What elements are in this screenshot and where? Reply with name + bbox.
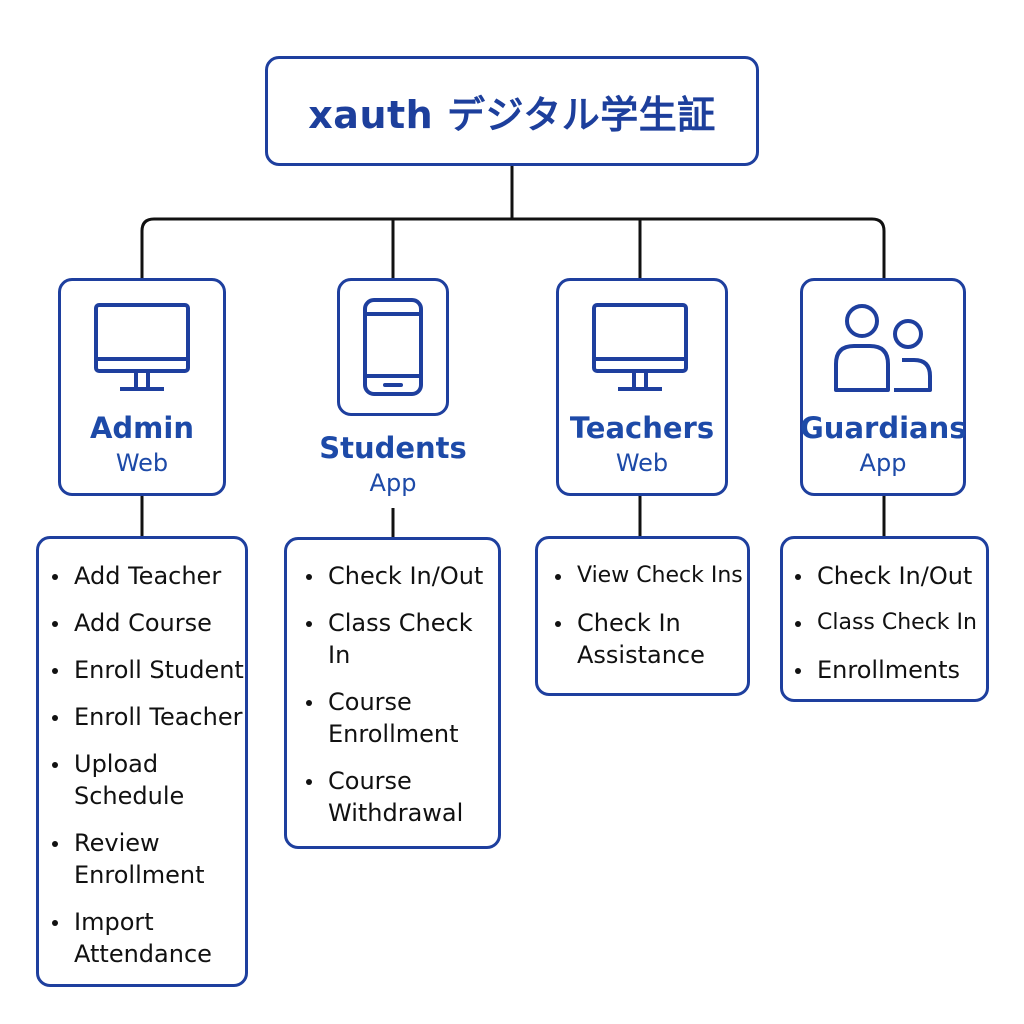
- teachers-label: Teachers Web: [556, 411, 728, 477]
- list-item: Enroll Student: [50, 654, 246, 686]
- monitor-icon: [94, 303, 190, 391]
- admin-label: Admin Web: [58, 411, 226, 477]
- guardians-card: [800, 278, 966, 496]
- list-item: Check In Assistance: [553, 607, 717, 671]
- client-name: Guardians: [800, 411, 967, 445]
- admin-features-box: [36, 536, 248, 987]
- monitor-icon: [592, 303, 688, 391]
- list-item: Class Check In: [793, 607, 989, 639]
- diagram-title: xauth デジタル学生証: [308, 92, 716, 137]
- list-item: View Check Ins: [553, 560, 748, 592]
- client-name: Teachers: [569, 411, 715, 445]
- list-item: Add Teacher: [50, 560, 246, 592]
- smartphone-icon: [363, 298, 423, 396]
- client-platform: App: [859, 449, 907, 477]
- list-item: Check In/Out: [793, 560, 989, 592]
- guardians-label: Guardians App: [800, 411, 967, 477]
- client-platform: Web: [115, 449, 169, 477]
- list-item: Upload Schedule: [50, 748, 184, 812]
- list-item: Review Enrollment: [50, 827, 205, 891]
- users-icon: [834, 304, 932, 392]
- admin-feature-list: Add Teacher Add Course Enroll Student En…: [50, 560, 246, 985]
- students-label: Students App: [303, 431, 483, 497]
- list-item: Check In/Out: [304, 560, 494, 592]
- branch-bus-line: [140, 217, 886, 278]
- list-item: Course Enrollment: [304, 686, 468, 750]
- client-name: Students: [319, 431, 467, 465]
- client-name: Admin: [89, 411, 194, 445]
- students-features-box: [284, 537, 501, 849]
- client-platform: Web: [615, 449, 669, 477]
- guardians-features-box: [780, 536, 989, 702]
- guardians-feature-list: Check In/Out Class Check In Enrollments: [793, 560, 989, 701]
- client-platform: App: [369, 469, 417, 497]
- list-item: Class Check In: [304, 607, 478, 671]
- list-item: Course Withdrawal: [304, 765, 468, 829]
- list-item: Add Course: [50, 607, 246, 639]
- list-item: Import Attendance: [50, 906, 214, 970]
- students-feature-list: Check In/Out Class Check In Course Enrol…: [304, 560, 494, 844]
- teachers-feature-list: View Check Ins Check In Assistance: [553, 560, 748, 686]
- list-item: Enroll Teacher: [50, 701, 246, 733]
- teachers-features-box: [535, 536, 750, 696]
- title-box: xauth デジタル学生証: [265, 56, 759, 166]
- list-item: Enrollments: [793, 654, 989, 686]
